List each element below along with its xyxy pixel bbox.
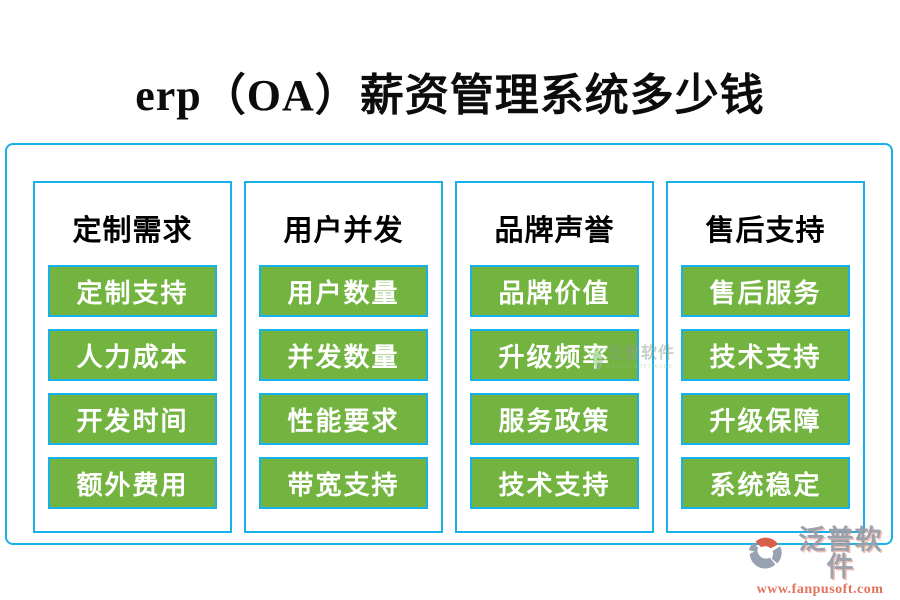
factor-button[interactable]: 并发数量 bbox=[259, 329, 428, 381]
factor-button[interactable]: 带宽支持 bbox=[259, 457, 428, 509]
column-brand-reputation: 品牌声誉 品牌价值 升级频率 服务政策 技术支持 bbox=[455, 181, 654, 533]
main-frame: 定制需求 定制支持 人力成本 开发时间 额外费用 用户并发 用户数量 并发数量 … bbox=[5, 143, 893, 545]
column-header: 品牌声誉 bbox=[494, 215, 615, 247]
factor-button[interactable]: 升级频率 bbox=[470, 329, 639, 381]
column-header: 用户并发 bbox=[283, 215, 404, 247]
fanpu-logo-icon bbox=[746, 533, 784, 576]
factor-button[interactable]: 升级保障 bbox=[681, 393, 850, 445]
column-custom-requirements: 定制需求 定制支持 人力成本 开发时间 额外费用 bbox=[33, 181, 232, 533]
fanpu-url[interactable]: www.fanpusoft.com bbox=[756, 582, 884, 597]
factor-button[interactable]: 技术支持 bbox=[470, 457, 639, 509]
factor-button[interactable]: 定制支持 bbox=[48, 265, 217, 317]
column-after-sales-support: 售后支持 售后服务 技术支持 升级保障 系统稳定 bbox=[666, 181, 865, 533]
page-title: erp（OA）薪资管理系统多少钱 bbox=[135, 71, 765, 120]
factor-button[interactable]: 系统稳定 bbox=[681, 457, 850, 509]
factor-button[interactable]: 开发时间 bbox=[48, 393, 217, 445]
factor-button[interactable]: 人力成本 bbox=[48, 329, 217, 381]
factor-button[interactable]: 品牌价值 bbox=[470, 265, 639, 317]
factor-button[interactable]: 技术支持 bbox=[681, 329, 850, 381]
column-header: 售后支持 bbox=[705, 215, 826, 247]
column-user-concurrency: 用户并发 用户数量 并发数量 性能要求 带宽支持 bbox=[244, 181, 443, 533]
columns-container: 定制需求 定制支持 人力成本 开发时间 额外费用 用户并发 用户数量 并发数量 … bbox=[7, 145, 891, 543]
fanpu-logo: 泛普软件 www.fanpusoft.com bbox=[746, 527, 896, 598]
factor-button[interactable]: 用户数量 bbox=[259, 265, 428, 317]
fanpu-brand-text: 泛普软件 bbox=[798, 525, 883, 582]
factor-button[interactable]: 售后服务 bbox=[681, 265, 850, 317]
factor-button[interactable]: 服务政策 bbox=[470, 393, 639, 445]
factor-button[interactable]: 额外费用 bbox=[48, 457, 217, 509]
column-header: 定制需求 bbox=[72, 215, 193, 247]
factor-button[interactable]: 性能要求 bbox=[259, 393, 428, 445]
